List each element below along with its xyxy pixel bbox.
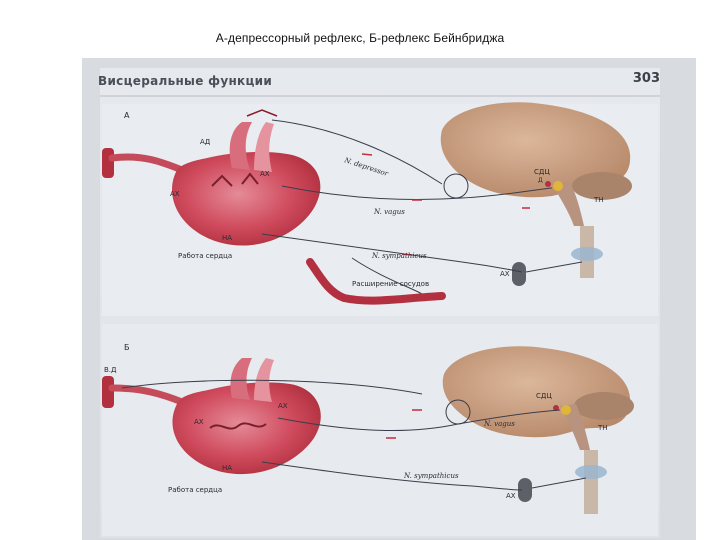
label-ah-ganglion-b: АХ bbox=[506, 492, 516, 500]
label-na-a: НА bbox=[222, 234, 232, 242]
vessel-stub-b bbox=[102, 376, 114, 408]
label-tn-b: ТН bbox=[597, 424, 608, 432]
cerebellum-b bbox=[574, 392, 634, 420]
label-sympathicus-b: N. sympathicus bbox=[403, 472, 459, 480]
label-vagus-a: N. vagus bbox=[373, 208, 405, 216]
slide-caption: А-депрессорный рефлекс, Б-рефлекс Бейнбр… bbox=[0, 31, 720, 45]
label-ah-right-a: АХ bbox=[260, 170, 270, 178]
ganglion-a bbox=[512, 262, 526, 286]
spinal-column-b bbox=[584, 450, 598, 514]
page-header: Висцеральные функции bbox=[98, 74, 272, 88]
label-d-a: Д bbox=[538, 177, 543, 184]
label-vd-b: В.Д bbox=[104, 366, 117, 374]
label-sympathicus-a: N. sympathicus bbox=[371, 252, 427, 260]
label-dilation-a: Расширение сосудов bbox=[352, 280, 429, 288]
label-ah-right-b: АХ bbox=[278, 402, 288, 410]
label-ad-a: АД bbox=[200, 138, 211, 146]
label-work-a: Работа сердца bbox=[178, 252, 232, 260]
center-dot-a bbox=[545, 181, 551, 187]
panel-a-letter: А bbox=[124, 111, 130, 120]
label-tn-a: ТН bbox=[593, 196, 604, 204]
label-work-b: Работа сердца bbox=[168, 486, 222, 494]
label-sdc-a: СДЦ bbox=[534, 168, 550, 176]
textbook-figure: А bbox=[82, 58, 696, 540]
label-ah-left-a: АХ bbox=[170, 190, 180, 198]
label-na-b: НА bbox=[222, 464, 232, 472]
spinal-segment-b bbox=[575, 465, 607, 479]
textbook-photo: А bbox=[82, 58, 696, 540]
vessel-stub-a bbox=[102, 148, 114, 178]
center-marker-a bbox=[553, 181, 563, 191]
label-sdc-b: СДЦ bbox=[536, 392, 552, 400]
center-marker-b bbox=[561, 405, 571, 415]
spinal-segment-a bbox=[571, 247, 603, 261]
panel-b-letter: Б bbox=[124, 343, 130, 352]
label-vagus-b: N. vagus bbox=[483, 420, 515, 428]
label-ah-ganglion-a: АХ bbox=[500, 270, 510, 278]
page-number: 303 bbox=[633, 71, 660, 86]
label-ah-left-b: АХ bbox=[194, 418, 204, 426]
